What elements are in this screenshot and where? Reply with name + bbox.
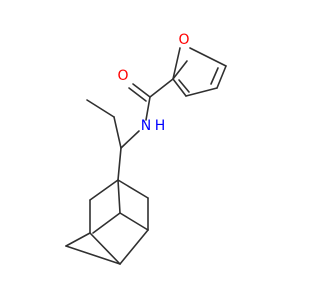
bond <box>119 229 149 265</box>
bond <box>128 87 147 102</box>
bond <box>185 87 218 97</box>
bond <box>117 179 149 199</box>
adamantane-cage <box>65 179 149 265</box>
amide-hydrogen-label: H <box>155 118 166 134</box>
bond <box>119 212 149 231</box>
bond <box>172 47 181 80</box>
bond <box>120 130 140 149</box>
molecule-canvas: O O N H <box>65 32 227 265</box>
bond <box>65 245 121 265</box>
bond <box>172 60 188 80</box>
bond <box>89 232 121 265</box>
furan-ring <box>172 47 227 97</box>
ethyl-chain <box>86 99 122 181</box>
bond <box>178 79 190 93</box>
bond <box>117 147 122 181</box>
amide-nitrogen-label: N <box>141 118 151 134</box>
bond <box>89 179 119 201</box>
bond <box>210 67 219 85</box>
bond <box>92 212 121 234</box>
bond <box>149 78 174 98</box>
carbonyl-oxygen-label: O <box>117 68 128 84</box>
bond <box>216 65 227 89</box>
bond <box>145 96 151 121</box>
bond <box>132 83 151 98</box>
furan-oxygen-label: O <box>178 32 189 48</box>
bond <box>189 47 227 67</box>
bond <box>65 232 91 247</box>
bond <box>172 78 187 97</box>
structure-diagram: O O N H <box>65 32 227 265</box>
bond <box>113 116 122 149</box>
bond <box>86 99 115 118</box>
atom-labels: O O N H <box>117 32 189 134</box>
amide-group <box>120 78 174 149</box>
bond <box>117 179 121 214</box>
